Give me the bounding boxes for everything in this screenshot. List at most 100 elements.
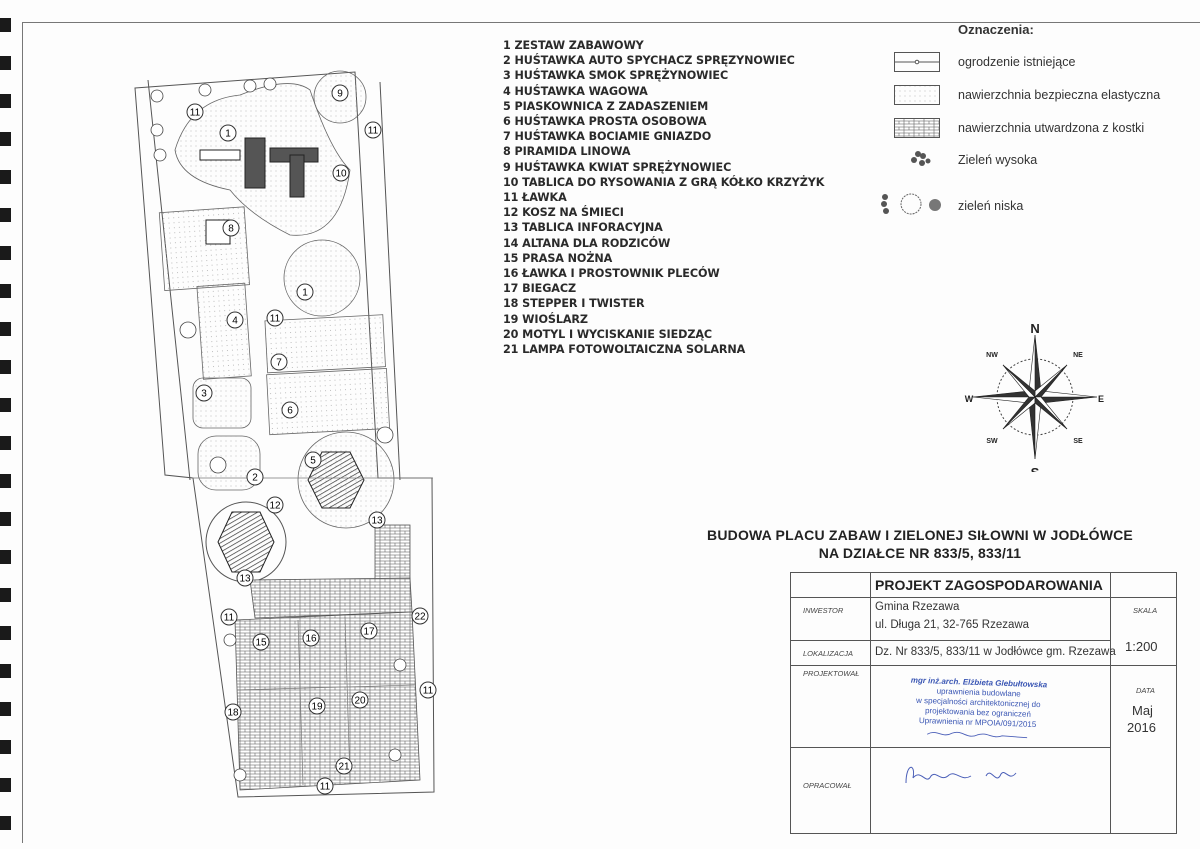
plan-marker-number: 11 — [320, 782, 331, 793]
plan-marker-11: 11 — [316, 777, 334, 795]
tall-greenery-icon — [911, 151, 931, 166]
plan-marker-12: 12 — [266, 496, 284, 514]
legend-item: 16 ŁAWKA I PROSTOWNIK PLECÓW — [503, 267, 720, 281]
plan-marker-11: 11 — [419, 681, 437, 699]
legend-item: 4 HUŚTAWKA WAGOWA — [503, 84, 648, 98]
legend-item: 1 ZESTAW ZABAWOWY — [503, 39, 644, 52]
compass-w: W — [965, 394, 974, 404]
data-label: DATA — [1136, 686, 1155, 695]
plan-marker-number: 2 — [252, 473, 258, 484]
plan-marker-4: 4 — [226, 311, 244, 329]
plan-marker-20: 20 — [351, 691, 369, 709]
play-structure — [199, 137, 319, 245]
legend-item: 10 TABLICA DO RYSOWANIA Z GRĄ KÓŁKO KRZY… — [503, 175, 825, 189]
title-block: PROJEKT ZAGOSPODAROWANIA INWESTOR Gmina … — [790, 572, 1177, 834]
legend-item: 11 ŁAWKA — [503, 191, 567, 205]
inwestor-address: ul. Długa 21, 32-765 Rzezawa — [875, 619, 1030, 631]
legend-item: 9 HUŚTAWKA KWIAT SPRĘŻYNOWIEC — [503, 160, 732, 174]
low-greenery-icon — [881, 193, 941, 215]
plan-marker-number: 6 — [287, 406, 293, 417]
plan-marker-number: 1 — [302, 288, 308, 299]
legend-item: 20 MOTYL I WYCISKANIE SIEDZĄC — [503, 327, 713, 341]
plan-marker-number: 18 — [227, 708, 239, 719]
plan-marker-15: 15 — [252, 633, 270, 651]
plan-marker-10: 10 — [332, 164, 350, 182]
compass-ne: NE — [1073, 352, 1083, 359]
opracowal-label: OPRACOWAŁ — [803, 781, 852, 790]
legend-row-fence: ogrodzenie istniejące — [870, 52, 1190, 76]
legend-item: 2 HUŚTAWKA AUTO SPYCHACZ SPRĘZYNOWIEC — [503, 54, 795, 68]
plan-marker-number: 9 — [337, 89, 343, 100]
legend-item: 6 HUŚTAWKA PROSTA OSOBOWA — [503, 115, 707, 129]
compass-s: S — [1031, 465, 1040, 472]
legend-item: 18 STEPPER I TWISTER — [503, 297, 645, 311]
drawing-frame — [22, 22, 1200, 843]
legend-item: 19 WIOŚLARZ — [503, 312, 588, 326]
lokalizacja-label: LOKALIZACJA — [803, 649, 854, 658]
paved-areas — [234, 524, 421, 791]
inwestor-label: INWESTOR — [803, 606, 844, 615]
fence-symbol-icon — [894, 52, 940, 72]
compass-rose: N S E W NE NW SE SW — [965, 322, 1104, 472]
legend-label: zieleń niska — [958, 199, 1024, 213]
skala-value: 1:200 — [1125, 639, 1158, 654]
plan-marker-number: 5 — [310, 456, 316, 467]
data-month: Maj — [1132, 703, 1153, 718]
signature-opracowal — [905, 766, 1017, 784]
plan-marker-number: 11 — [368, 126, 379, 137]
plan-marker-7: 7 — [270, 353, 288, 371]
equipment-legend: 1 ZESTAW ZABAWOWY 2 HUŚTAWKA AUTO SPYCHAC… — [503, 38, 824, 357]
plan-marker-3: 3 — [195, 384, 213, 402]
plan-marker-number: 21 — [338, 762, 350, 773]
plan-marker-17: 17 — [360, 622, 378, 640]
skala-label: SKALA — [1133, 606, 1158, 615]
legend-label: ogrodzenie istniejące — [958, 55, 1076, 69]
plan-marker-number: 17 — [363, 627, 375, 638]
plan-marker-number: 16 — [305, 634, 317, 645]
plan-marker-number: 11 — [270, 314, 281, 325]
legend-item: 5 PIASKOWNICA Z ZADASZENIEM — [503, 99, 709, 113]
inwestor-name: Gmina Rzezawa — [875, 601, 960, 613]
plan-marker-11: 11 — [364, 121, 382, 139]
plan-marker-6: 6 — [281, 401, 299, 419]
plan-marker-1: 1 — [219, 124, 237, 142]
plan-marker-number: 4 — [232, 316, 238, 327]
plan-marker-16: 16 — [302, 629, 320, 647]
plan-marker-9: 9 — [331, 84, 349, 102]
plan-marker-19: 19 — [308, 697, 326, 715]
legend-label: nawierzchnia utwardzona z kostki — [958, 121, 1145, 135]
legend-item: 12 KOSZ NA ŚMIECI — [503, 206, 624, 220]
data-year: 2016 — [1127, 720, 1156, 735]
plan-marker-number: 11 — [190, 108, 201, 119]
plan-marker-number: 11 — [224, 613, 235, 624]
signature-projektowal — [926, 731, 1028, 739]
plan-marker-2: 2 — [246, 468, 264, 486]
symbols-legend-title: Oznaczenia: — [958, 22, 1034, 37]
plan-marker-number: 13 — [239, 574, 251, 585]
plan-marker-number: 8 — [228, 224, 234, 235]
plan-marker-21: 21 — [335, 757, 353, 775]
plan-marker-number: 7 — [276, 358, 282, 369]
legend-row-low-greenery: zieleń niska — [870, 193, 1190, 220]
legend-label: nawierzchnia bezpieczna elastyczna — [958, 88, 1161, 102]
plan-marker-13: 13 — [368, 511, 386, 529]
plan-marker-number: 1 — [225, 129, 231, 140]
compass-e: E — [1098, 394, 1104, 404]
plan-marker-number: 15 — [255, 638, 267, 649]
plan-marker-number: 19 — [311, 702, 323, 713]
legend-row-paving: nawierzchnia utwardzona z kostki — [870, 118, 1190, 142]
plan-marker-number: 22 — [414, 612, 426, 623]
plan-marker-5: 5 — [304, 451, 322, 469]
plan-marker-13: 13 — [236, 569, 254, 587]
paving-icon — [894, 118, 940, 138]
compass-se: SE — [1073, 438, 1083, 445]
greenery — [150, 77, 407, 782]
zone-dividers — [192, 477, 433, 786]
plan-marker-1: 1 — [296, 283, 314, 301]
plan-marker-11: 11 — [220, 608, 238, 626]
compass-n: N — [1030, 322, 1039, 336]
plan-marker-18: 18 — [224, 703, 242, 721]
title-block-heading: PROJEKT ZAGOSPODAROWANIA — [875, 577, 1103, 593]
